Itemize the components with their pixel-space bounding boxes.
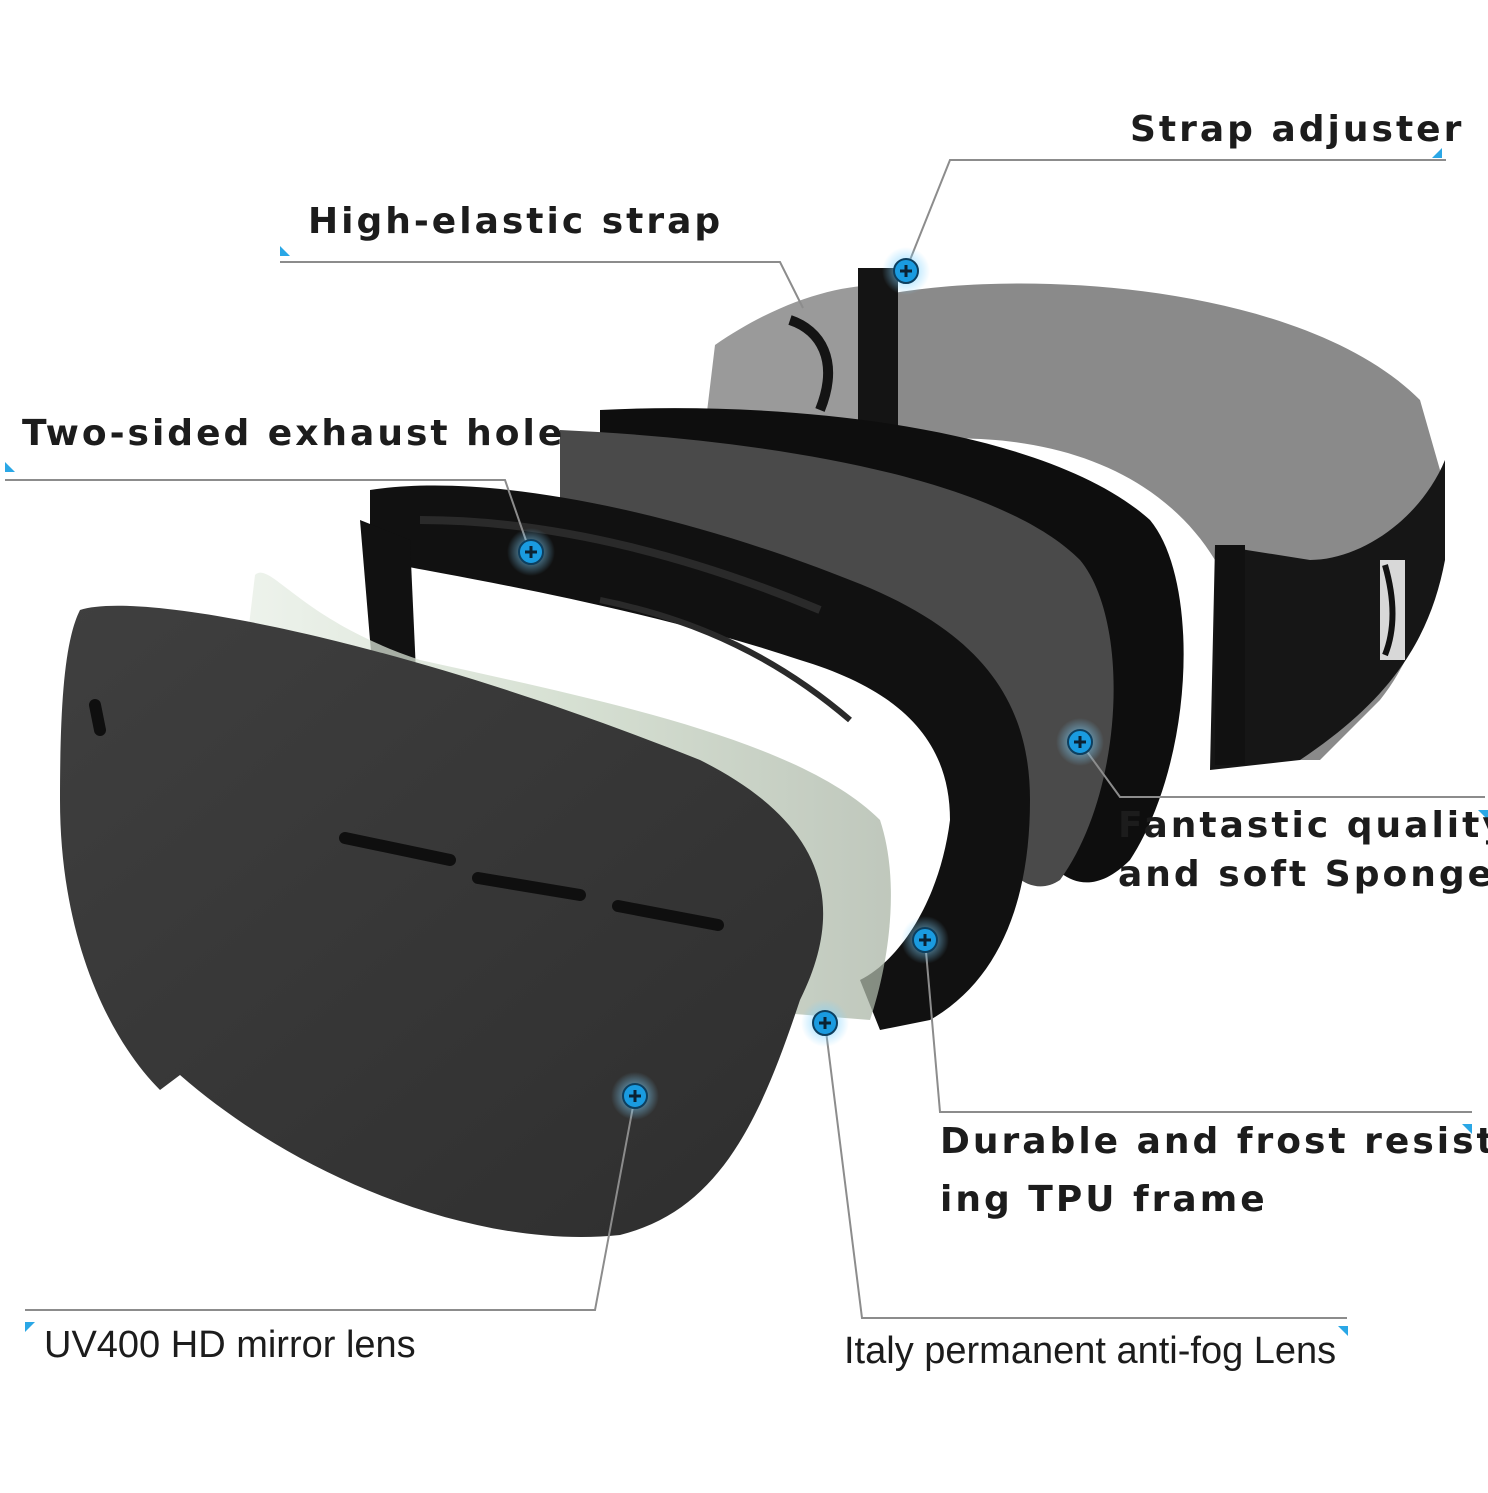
label-strap-adjuster: Strap adjuster [1130, 112, 1464, 148]
label-text-line1: Fantastic quality [1118, 805, 1488, 846]
plus-marker-icon [901, 916, 949, 964]
label-sponge: Fantastic quality and soft Sponge [1118, 808, 1488, 893]
label-text: Italy permanent anti-fog Lens [844, 1330, 1337, 1372]
accent-ticks [5, 148, 1488, 1336]
mirror-lens [60, 605, 824, 1238]
plus-marker-icon [507, 528, 555, 576]
plus-marker-icon [882, 247, 930, 295]
label-text: UV400 HD mirror lens [44, 1324, 416, 1366]
label-mirror-lens: UV400 HD mirror lens [44, 1326, 416, 1364]
label-text-line1: Durable and frost resist- [940, 1121, 1488, 1162]
plus-marker-icon [1056, 718, 1104, 766]
label-text: Two-sided exhaust hole [22, 413, 566, 454]
label-tpu-frame: Durable and frost resist- ing TPU frame [940, 1124, 1488, 1218]
label-high-elastic-strap: High-elastic strap [308, 204, 723, 240]
label-text: High-elastic strap [308, 201, 724, 242]
label-text-line2: and soft Sponge [1118, 854, 1488, 895]
label-text: Strap adjuster [1130, 109, 1465, 150]
label-antifog-lens: Italy permanent anti-fog Lens [844, 1332, 1336, 1370]
plus-markers [507, 247, 1104, 1120]
label-text-line2: ing TPU frame [940, 1179, 1268, 1220]
label-exhaust-hole: Two-sided exhaust hole [22, 416, 565, 452]
plus-marker-icon [611, 1072, 659, 1120]
plus-marker-icon [801, 999, 849, 1047]
